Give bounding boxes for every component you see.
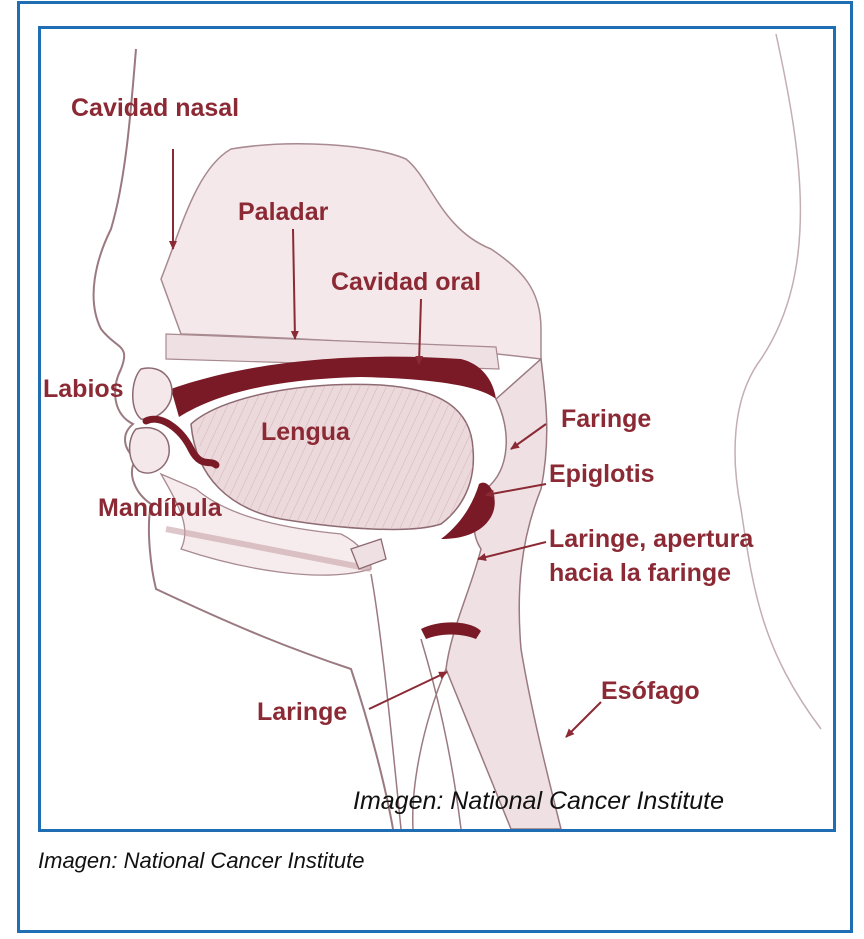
anatomy-illustration [41, 29, 833, 829]
label-mandibula: Mandíbula [98, 495, 222, 522]
label-faringe: Faringe [561, 406, 651, 433]
image-credit-inside: Imagen: National Cancer Institute [353, 787, 724, 816]
label-laringe-apertura-line2: hacia la faringe [549, 560, 731, 587]
lips-shape [133, 368, 172, 419]
label-cavidad-nasal: Cavidad nasal [71, 95, 239, 122]
diagram-panel: Cavidad nasal Paladar Cavidad oral Labio… [38, 26, 836, 832]
label-epiglotis: Epiglotis [549, 461, 655, 488]
label-lengua: Lengua [261, 419, 350, 446]
label-laringe: Laringe [257, 699, 347, 726]
label-esofago: Esófago [601, 678, 700, 705]
nasal-cavity-shape [161, 144, 541, 359]
label-paladar: Paladar [238, 199, 328, 226]
label-laringe-apertura-line1: Laringe, apertura [549, 526, 753, 553]
label-cavidad-oral: Cavidad oral [331, 269, 481, 296]
image-credit-outside: Imagen: National Cancer Institute [38, 848, 365, 874]
neck-outline [735, 34, 821, 729]
arrow-esofago [566, 702, 601, 737]
label-labios: Labios [43, 376, 124, 403]
